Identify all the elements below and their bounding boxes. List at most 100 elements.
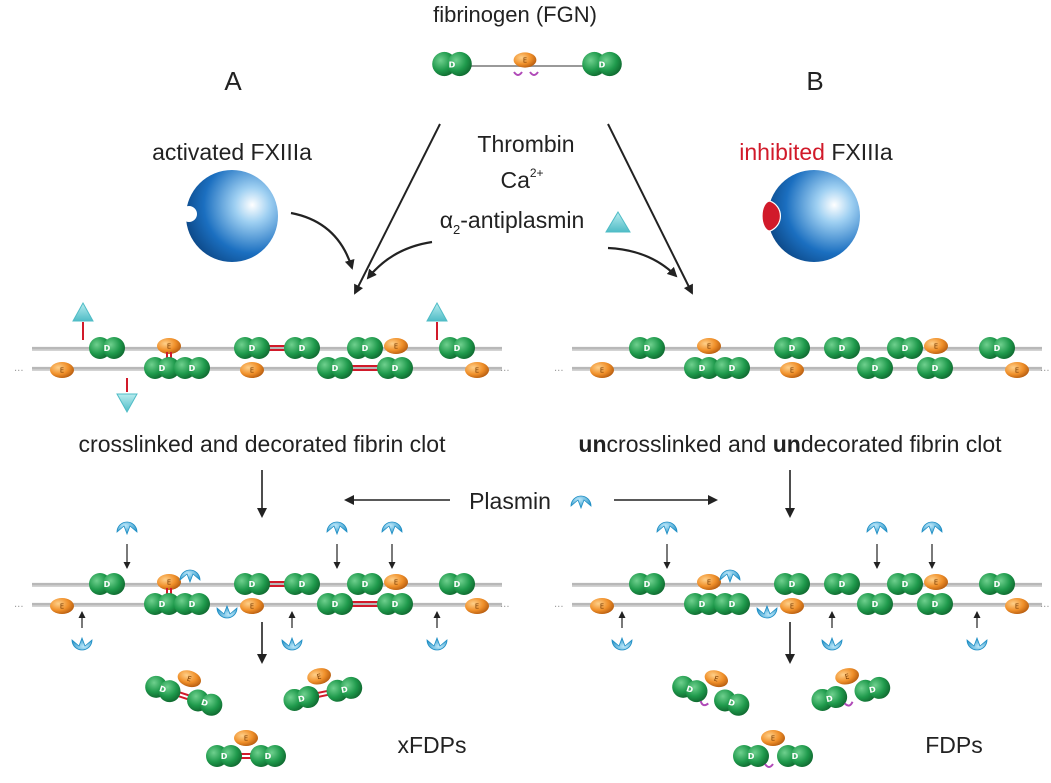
d-domain: D xyxy=(432,51,472,77)
e-domain-letter: E xyxy=(475,367,479,375)
xfdps-label: xFDPs xyxy=(398,732,467,758)
d-domain-letter: D xyxy=(699,600,706,609)
d-domain-letter: D xyxy=(902,344,909,353)
d-domain-letter: D xyxy=(644,344,651,353)
fibrinogen-label: fibrinogen (FGN) xyxy=(433,2,597,27)
d-domain-letter: D xyxy=(727,698,736,709)
d-domain: D xyxy=(317,357,353,379)
d-domain: D xyxy=(250,745,286,767)
d-domain: D xyxy=(887,337,923,359)
d-domain: D xyxy=(582,51,622,77)
strand-continuation: ... xyxy=(1040,363,1050,374)
e-domain: E xyxy=(234,730,258,746)
d-domain: D xyxy=(234,337,270,359)
d-domain: D xyxy=(714,357,750,379)
d-domain-letter: D xyxy=(332,600,339,609)
d-domain: D xyxy=(283,686,320,711)
plasmin-icon xyxy=(116,521,138,536)
e-domain-letter: E xyxy=(1015,367,1019,375)
d-domain: D xyxy=(377,593,413,615)
d-domain-letter: D xyxy=(104,580,111,589)
e-domain: E xyxy=(590,362,614,378)
d-domain-letter: D xyxy=(789,580,796,589)
d-domain: D xyxy=(347,573,383,595)
activated-fxiiia-label: activated FXIIIa xyxy=(152,139,312,165)
d-domain-letter: D xyxy=(159,364,166,373)
d-domain-letter: D xyxy=(265,752,272,761)
e-domain: E xyxy=(50,362,74,378)
d-domain: D xyxy=(979,573,1015,595)
e-domain-letter: E xyxy=(707,579,711,587)
d-domain-letter: D xyxy=(454,344,461,353)
d-domain-letter: D xyxy=(839,344,846,353)
e-domain: E xyxy=(177,670,202,688)
d-domain: D xyxy=(733,745,769,767)
plasmin-label: Plasmin xyxy=(469,488,551,514)
e-domain-letter: E xyxy=(316,672,322,681)
d-domain-letter: D xyxy=(158,684,167,695)
d-domain: D xyxy=(234,573,270,595)
d-domain: D xyxy=(439,337,475,359)
e-domain-letter: E xyxy=(60,367,64,375)
e-domain-letter: E xyxy=(250,367,254,375)
d-domain-letter: D xyxy=(994,580,1001,589)
d-domain-letter: D xyxy=(362,580,369,589)
e-domain-letter: E xyxy=(707,343,711,351)
d-domain: D xyxy=(777,745,813,767)
arrow-antiplasmin-to-a xyxy=(366,240,433,280)
d-domain-letter: D xyxy=(932,364,939,373)
e-domain: E xyxy=(761,730,785,746)
plasmin-icon xyxy=(326,521,348,536)
e-domain: E xyxy=(50,598,74,614)
plasmin-icon xyxy=(611,636,633,651)
d-domain-letter: D xyxy=(297,694,306,704)
d-domain: D xyxy=(714,593,750,615)
e-domain-letter: E xyxy=(844,672,850,681)
plasmin-icon xyxy=(656,521,678,536)
clot-a-caption: crosslinked and decorated fibrin clot xyxy=(79,431,447,457)
d-domain: D xyxy=(887,573,923,595)
d-domain: D xyxy=(857,357,893,379)
strand-continuation: ... xyxy=(554,363,564,374)
thrombin-label: Thrombin xyxy=(477,131,574,157)
arrow-antiplasmin-to-b xyxy=(607,246,678,278)
strand-continuation: ... xyxy=(14,363,24,374)
strand-continuation: ... xyxy=(500,363,510,374)
d-domain: D xyxy=(144,593,180,615)
d-domain: D xyxy=(347,337,383,359)
d-domain-letter: D xyxy=(159,600,166,609)
e-domain: E xyxy=(465,598,489,614)
d-domain: D xyxy=(857,593,893,615)
antiplasmin-label: α2-antiplasmin xyxy=(440,207,585,237)
d-domain-letter: D xyxy=(872,600,879,609)
e-domain: E xyxy=(1005,598,1029,614)
d-domain-letter: D xyxy=(449,60,456,69)
d-domain-letter: D xyxy=(789,344,796,353)
d-domain-letter: D xyxy=(249,344,256,353)
e-domain-letter: E xyxy=(167,343,171,351)
d-domain-letter: D xyxy=(599,60,606,69)
e-domain-letter: E xyxy=(934,343,938,351)
e-domain: E xyxy=(1005,362,1029,378)
e-domain-letter: E xyxy=(790,603,794,611)
d-domain-letter: D xyxy=(699,364,706,373)
d-domain: D xyxy=(714,689,750,716)
arrow-fgn-to-a xyxy=(354,123,441,295)
d-domain-letter: D xyxy=(454,580,461,589)
e-domain-letter: E xyxy=(475,603,479,611)
d-domain: D xyxy=(89,573,125,595)
d-domain: D xyxy=(672,675,708,703)
e-domain-letter: E xyxy=(186,675,192,684)
e-domain-letter: E xyxy=(167,579,171,587)
d-domain: D xyxy=(326,676,363,702)
d-domain-letter: D xyxy=(839,580,846,589)
e-domain: E xyxy=(465,362,489,378)
plasmin-icon xyxy=(381,521,403,536)
clot-b-caption: uncrosslinked and undecorated fibrin clo… xyxy=(578,431,1002,457)
antiplasmin-icon xyxy=(72,301,94,322)
